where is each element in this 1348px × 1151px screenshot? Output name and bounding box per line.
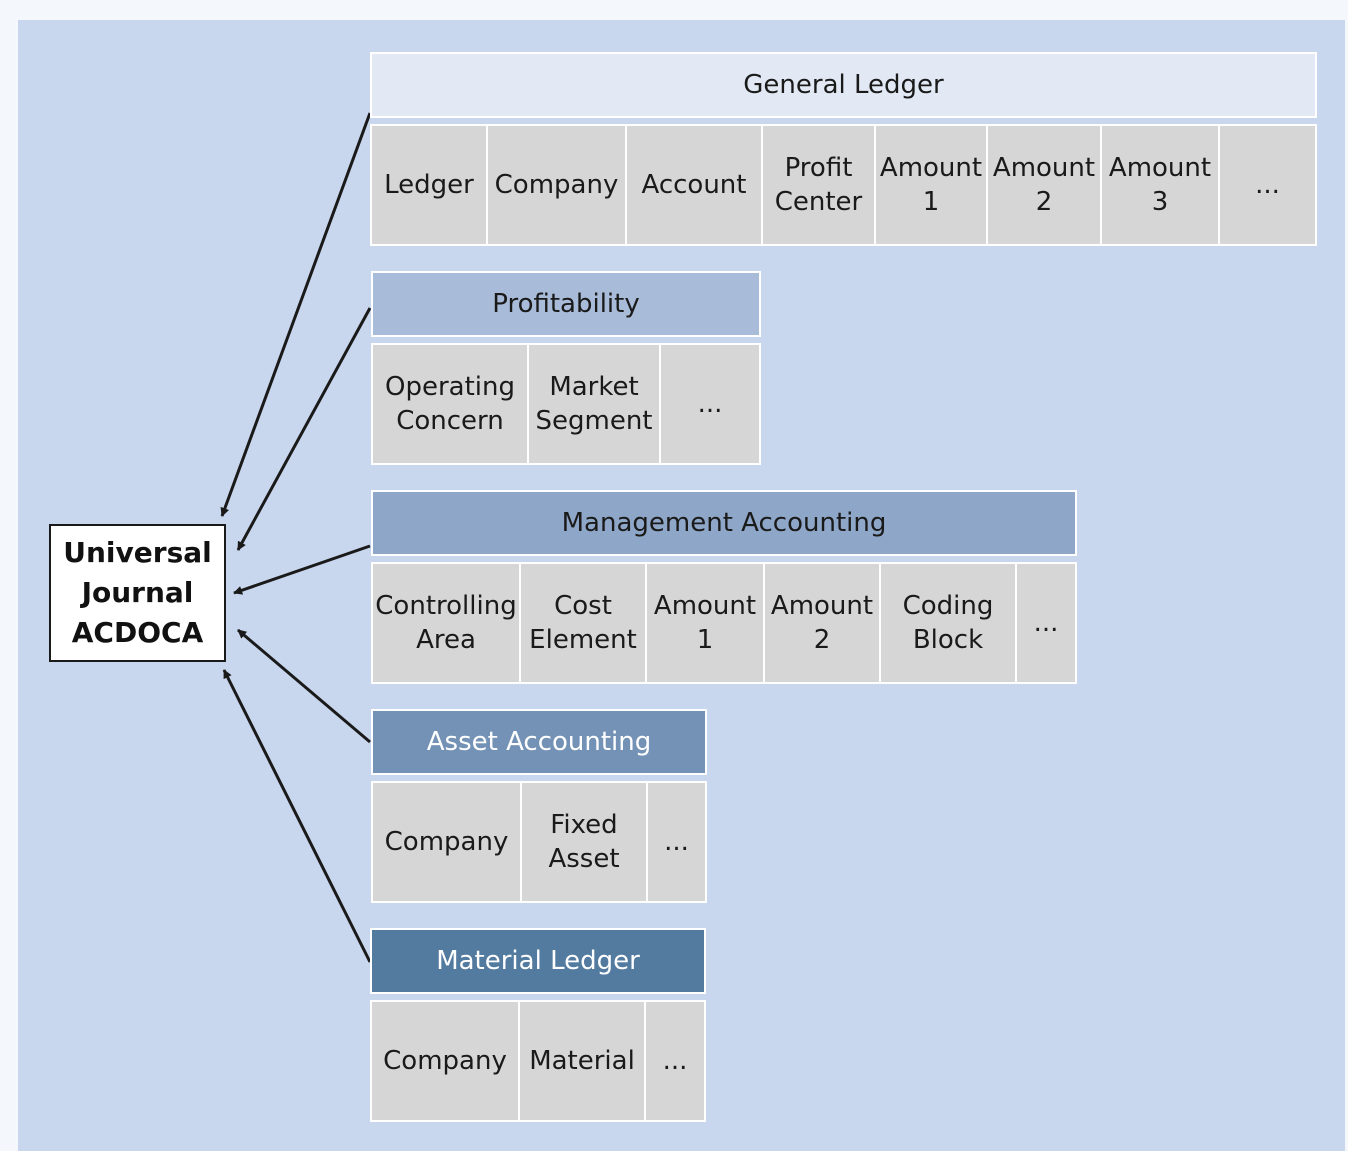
module-asset-accounting: Asset Accounting Company Fixed Asset ... [371,709,707,905]
field-cell: Ledger [372,126,486,244]
module-profitability: Profitability Operating Concern Market S… [371,271,761,467]
module-title: Material Ledger [370,928,706,994]
field-cell: Controlling Area [373,564,519,682]
field-cell: ... [1220,126,1315,244]
field-row: Company Material ... [370,1000,706,1122]
field-cell: Amount 2 [765,564,879,682]
field-cell: ... [1017,564,1075,682]
universal-journal-line1: Universal [63,536,212,569]
field-cell: Operating Concern [373,345,527,463]
field-cell: Amount 1 [647,564,763,682]
field-cell: Amount 2 [988,126,1100,244]
field-row: Ledger Company Account Profit Center Amo… [370,124,1317,246]
field-cell: ... [648,783,705,901]
field-row: Company Fixed Asset ... [371,781,707,903]
field-cell: Company [488,126,625,244]
universal-journal-box: Universal Journal ACDOCA [49,524,226,662]
field-cell: Market Segment [529,345,659,463]
field-cell: Material [520,1002,644,1120]
field-cell: ... [646,1002,704,1120]
module-general-ledger: General Ledger Ledger Company Account Pr… [370,52,1317,248]
module-title: General Ledger [370,52,1317,118]
field-cell: Profit Center [763,126,874,244]
field-row: Operating Concern Market Segment ... [371,343,761,465]
module-material-ledger: Material Ledger Company Material ... [370,928,706,1124]
module-title: Asset Accounting [371,709,707,775]
field-cell: Amount 3 [1102,126,1218,244]
field-cell: Fixed Asset [522,783,646,901]
universal-journal-line2: Journal [81,576,194,609]
universal-journal-line3: ACDOCA [71,616,204,649]
module-title: Profitability [371,271,761,337]
field-cell: Amount 1 [876,126,986,244]
module-title: Management Accounting [371,490,1077,556]
field-cell: Company [373,783,520,901]
module-management-accounting: Management Accounting Controlling Area C… [371,490,1077,686]
field-cell: Coding Block [881,564,1015,682]
field-cell: Company [372,1002,518,1120]
field-cell: ... [661,345,759,463]
field-cell: Cost Element [521,564,645,682]
field-cell: Account [627,126,761,244]
field-row: Controlling Area Cost Element Amount 1 A… [371,562,1077,684]
